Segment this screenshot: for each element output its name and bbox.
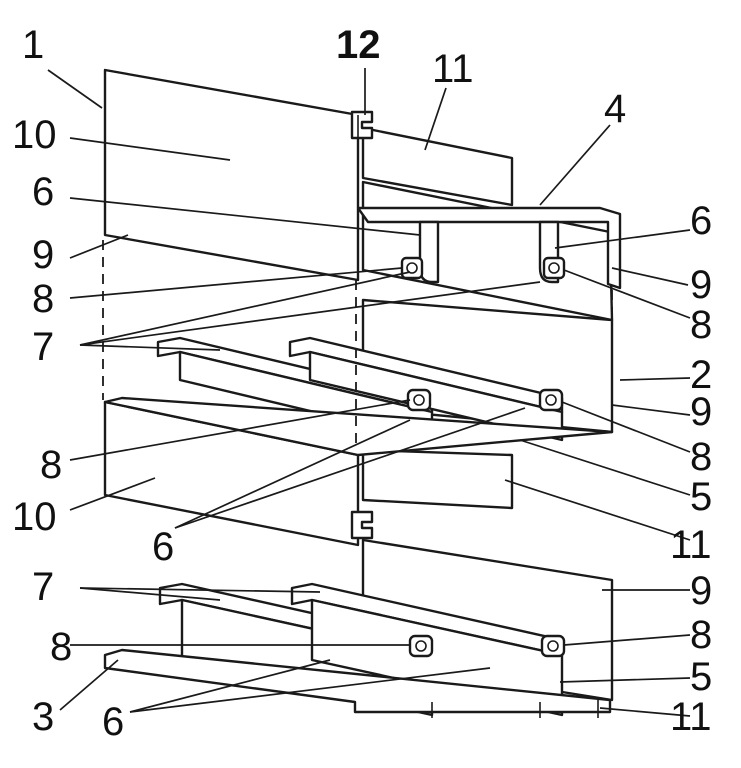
slot-mid-left <box>406 388 432 412</box>
slot-bot-left <box>408 634 434 658</box>
label-3: 3 <box>32 695 54 739</box>
connector-mid <box>350 510 374 540</box>
connector-12 <box>350 110 374 140</box>
slot-top-left <box>400 256 424 280</box>
label-8-left-mid: 8 <box>40 443 62 487</box>
label-6-left-top: 6 <box>32 170 54 214</box>
bottom-panel <box>103 538 614 718</box>
label-7-bot: 7 <box>32 565 54 609</box>
base-strip <box>103 648 612 714</box>
rail-bot-right-web <box>310 598 564 717</box>
middle-panel <box>103 298 614 547</box>
rail-mid-right-web <box>308 350 564 442</box>
rear-flange-top <box>361 126 514 207</box>
label-9-right-mid: 9 <box>690 390 712 434</box>
label-6-right-top: 6 <box>690 199 712 243</box>
label-10-top: 10 <box>12 113 57 157</box>
label-5-bot: 5 <box>690 655 712 699</box>
label-8-left-bot: 8 <box>50 625 72 669</box>
profile-4 <box>356 206 622 290</box>
top-panel <box>103 68 622 322</box>
label-9-right-bot: 9 <box>690 569 712 613</box>
slot-top-right-hole <box>548 262 560 274</box>
slot-mid-right-hole <box>545 394 557 406</box>
label-8-right-mid: 8 <box>690 435 712 479</box>
front-face-top <box>103 68 360 282</box>
callout-labels: 1 12 11 4 10 6 6 9 9 8 8 7 2 9 8 8 10 5 … <box>12 23 712 744</box>
slot-mid-left-hole <box>413 394 425 406</box>
label-6-bot: 6 <box>102 700 124 744</box>
slot-top-right <box>542 256 566 280</box>
label-7-mid: 7 <box>32 325 54 369</box>
mid-flange-11 <box>361 448 514 510</box>
label-6-mid: 6 <box>152 525 174 569</box>
slot-top-left-hole <box>406 262 418 274</box>
slot-mid-right <box>538 388 564 412</box>
slot-bot-right <box>540 634 566 658</box>
label-12: 12 <box>336 23 381 67</box>
upper-back-plate <box>361 180 614 322</box>
slot-bot-right-hole <box>547 640 559 652</box>
label-2: 2 <box>690 353 712 397</box>
label-5-mid: 5 <box>690 475 712 519</box>
label-4: 4 <box>604 87 626 131</box>
label-1: 1 <box>22 23 44 67</box>
label-11-bot: 11 <box>670 695 712 739</box>
label-10-mid: 10 <box>12 495 57 539</box>
label-11-mid: 11 <box>670 523 712 567</box>
label-8-right-bot: 8 <box>690 613 712 657</box>
label-11-top: 11 <box>432 47 474 91</box>
leader-lines <box>47 68 691 717</box>
label-9-right-top: 9 <box>690 263 712 307</box>
slot-bot-left-hole <box>415 640 427 652</box>
label-8-right-top: 8 <box>690 303 712 347</box>
mid-shelf <box>103 396 614 457</box>
label-9-left: 9 <box>32 233 54 277</box>
label-8-left-top: 8 <box>32 277 54 321</box>
